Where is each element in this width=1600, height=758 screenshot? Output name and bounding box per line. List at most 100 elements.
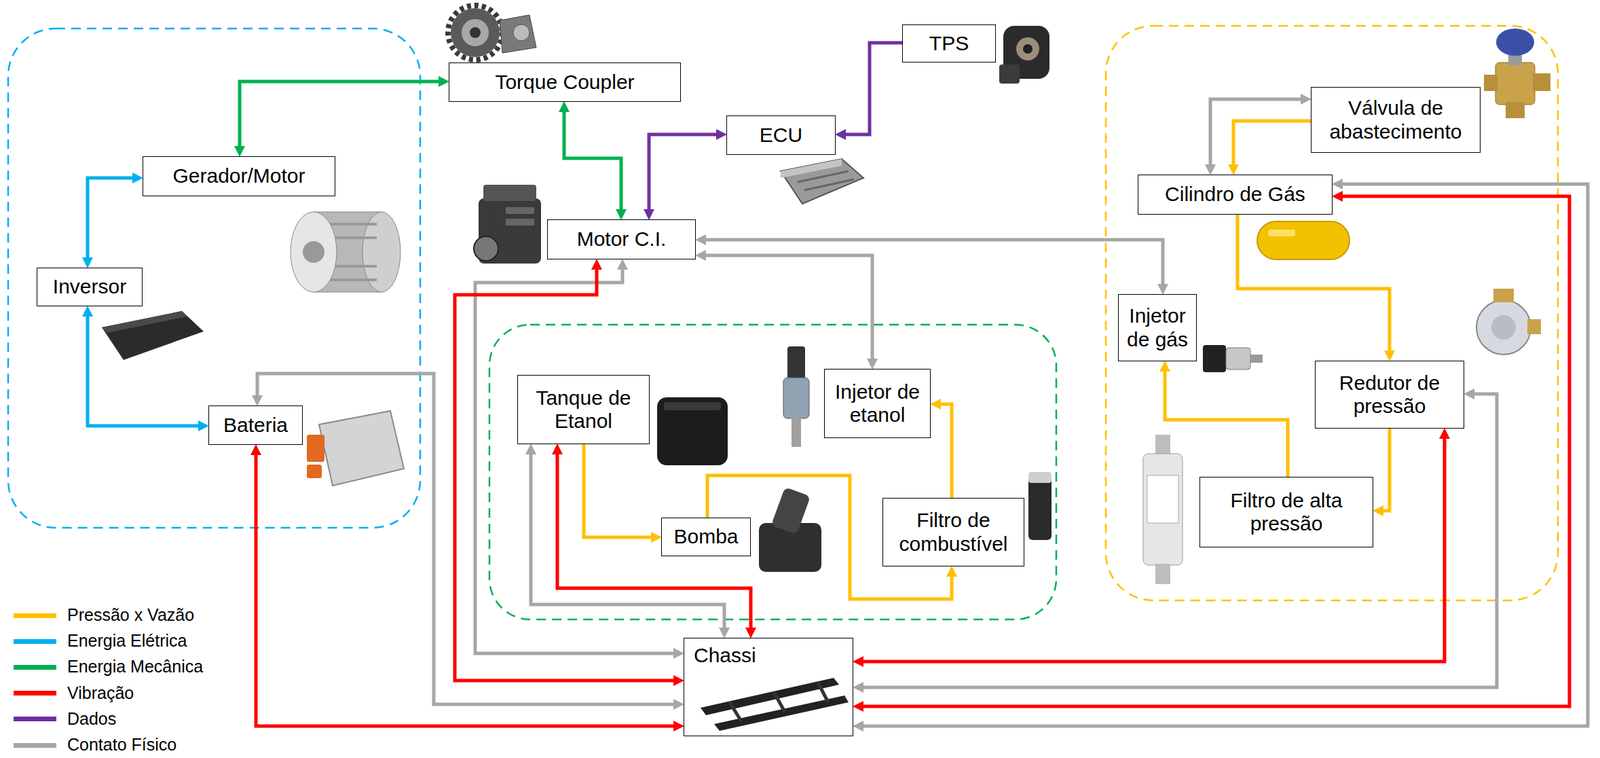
legend-label: Pressão x Vazão <box>67 606 195 624</box>
legend-swatch <box>13 742 57 748</box>
component-label: Motor C.I. <box>577 227 667 252</box>
connector-arrow <box>863 183 1588 726</box>
pressure-reducer-icon <box>1493 288 1514 303</box>
high-pressure-filter-icon <box>1155 434 1171 455</box>
connector-arrow <box>863 196 1570 706</box>
component-box: Bomba <box>661 517 751 556</box>
filling-valve-icon <box>1495 62 1535 105</box>
ethanol-injector-icon <box>783 346 810 447</box>
component-box: Válvula de abastecimento <box>1310 86 1481 153</box>
torque-coupler-icon <box>499 14 537 53</box>
component-label: Gerador/Motor <box>172 164 305 189</box>
combustion-engine-icon <box>483 184 537 201</box>
tps-sensor-icon <box>999 64 1020 84</box>
component-box: Torque Coupler <box>448 62 681 102</box>
connector-arrow <box>648 134 717 210</box>
component-label: ECU <box>759 123 803 148</box>
legend-label: Vibração <box>67 684 134 702</box>
combustion-engine-icon <box>473 236 499 261</box>
region-outline <box>1105 25 1558 601</box>
connector-arrow <box>557 454 751 628</box>
component-label: TPS <box>929 31 969 56</box>
component-label: Chassi <box>693 643 757 668</box>
connector-arrow <box>863 438 1445 662</box>
ecu-icon <box>797 171 849 182</box>
combustion-engine-icon <box>505 207 535 214</box>
component-box: Bateria <box>208 405 303 445</box>
high-pressure-filter-icon <box>1155 563 1171 584</box>
pressure-reducer-icon <box>1527 319 1541 334</box>
component-box: TPS <box>902 24 996 63</box>
connector-arrow <box>1233 120 1311 165</box>
component-label: Válvula de abastecimento <box>1316 96 1475 144</box>
connector-arrow <box>1383 428 1390 511</box>
component-label: Inversor <box>52 274 127 299</box>
legend-swatch <box>13 690 57 696</box>
connector-arrow <box>705 239 1163 284</box>
component-label: Bateria <box>223 413 288 438</box>
component-box: Injetor de etanol <box>824 368 931 438</box>
gas-cylinder-icon <box>1268 229 1296 237</box>
ethanol-tank-icon <box>657 397 728 465</box>
legend-swatch <box>13 612 57 618</box>
high-pressure-filter-icon <box>1147 475 1179 523</box>
torque-coupler-icon <box>461 19 489 47</box>
tps-sensor-icon <box>1016 37 1040 61</box>
component-label: Torque Coupler <box>494 70 635 95</box>
ecu-icon <box>780 158 864 204</box>
gas-injector-icon <box>1202 344 1226 372</box>
inverter-icon <box>101 310 204 360</box>
ethanol-tank-icon <box>663 401 721 411</box>
component-label: Injetor de etanol <box>830 380 925 427</box>
ethanol-injector-icon <box>791 416 802 447</box>
component-box: Redutor de pressão <box>1314 360 1465 429</box>
component-label: Bomba <box>673 524 738 549</box>
filling-valve-icon <box>1483 74 1498 91</box>
electric-motor-icon <box>290 211 401 292</box>
pressure-reducer-icon <box>1476 300 1531 355</box>
filling-valve-icon <box>1532 73 1551 91</box>
component-label: Redutor de pressão <box>1321 371 1459 419</box>
fuel-filter-icon <box>1028 471 1052 540</box>
gas-cylinder-icon <box>1257 221 1350 260</box>
connector-arrow <box>705 255 873 359</box>
battery-pack-icon <box>306 464 322 478</box>
component-box: Tanque de Etanol <box>517 374 650 444</box>
pressure-reducer-icon <box>1476 288 1541 355</box>
battery-pack-icon <box>306 410 404 486</box>
region-outline <box>8 28 421 528</box>
pump-icon <box>758 486 822 572</box>
component-box: Motor C.I. <box>547 219 696 260</box>
component-label: Injetor de gás <box>1124 304 1191 351</box>
connector-arrow <box>1237 214 1390 351</box>
chassis-frame-icon <box>729 701 742 721</box>
ethanol-tank-icon <box>657 397 728 465</box>
component-box: ECU <box>726 115 836 155</box>
connector-arrow <box>1210 99 1301 165</box>
battery-pack-icon <box>319 410 404 486</box>
region-outline <box>489 324 1057 620</box>
component-box: Filtro de alta pressão <box>1199 476 1374 548</box>
connector-arrow <box>255 454 674 726</box>
connector-arrow <box>454 269 674 681</box>
fuel-filter-icon <box>1028 471 1052 483</box>
connector-arrow <box>863 393 1497 687</box>
legend-label: Dados <box>67 710 117 728</box>
connector-arrow <box>583 443 651 537</box>
inverter-icon <box>101 310 204 360</box>
legend-swatch <box>13 716 57 721</box>
combustion-engine-icon <box>505 218 535 226</box>
connector-arrow <box>87 316 199 426</box>
torque-coupler-icon <box>448 5 503 60</box>
filling-valve-icon <box>1505 101 1525 119</box>
gas-injector-icon <box>1250 354 1263 363</box>
torque-coupler-icon <box>513 24 530 41</box>
high-pressure-filter-icon <box>1143 453 1183 565</box>
electric-motor-icon <box>325 278 377 282</box>
legend-label: Energia Elétrica <box>67 631 187 649</box>
component-label: Filtro de alta pressão <box>1205 488 1368 536</box>
inverter-icon <box>101 310 188 333</box>
tps-sensor-icon <box>999 25 1050 84</box>
connector-arrow <box>475 269 674 654</box>
electric-motor-icon <box>302 240 325 263</box>
